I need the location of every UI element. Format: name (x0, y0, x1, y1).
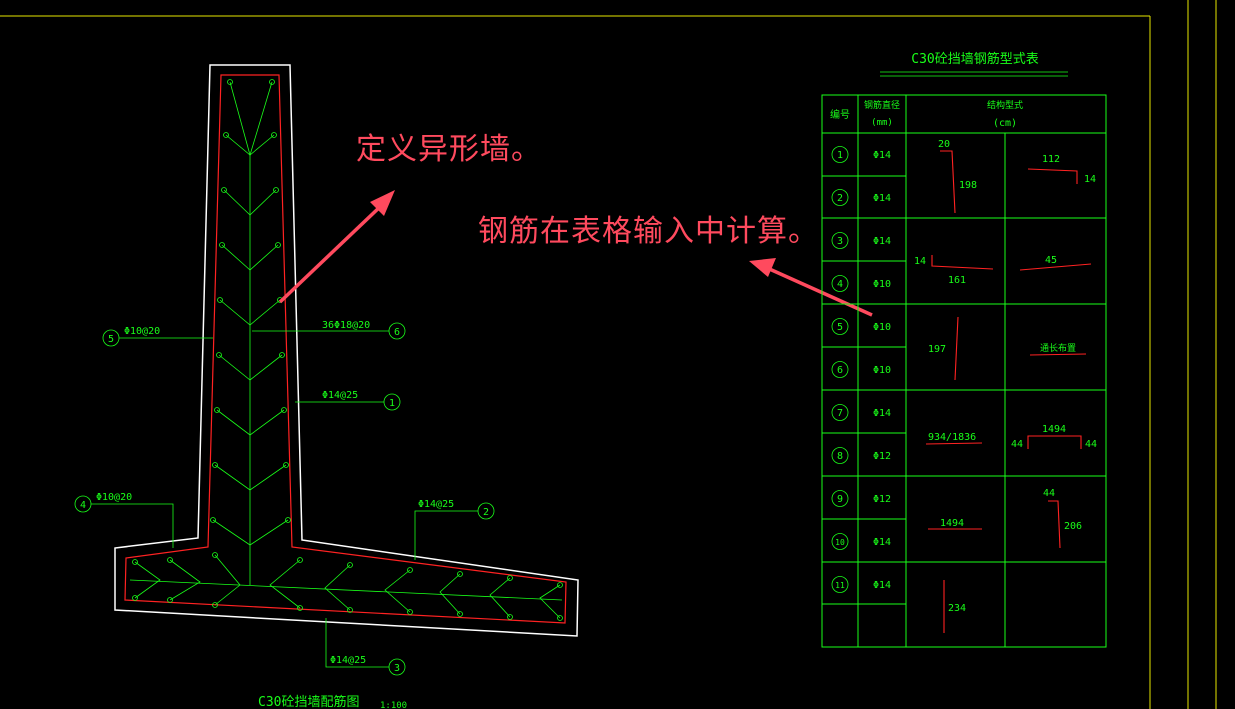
row-number-circle (831, 490, 849, 507)
callout-4-num: 4 (80, 500, 86, 511)
callout-4-text: Φ10@20 (96, 492, 132, 503)
callout-5 (102, 329, 213, 347)
shape-10-len: 206 (1064, 521, 1082, 532)
row-number: 1 (837, 150, 843, 161)
annotation-define-wall: 定义异形墙。 (356, 132, 542, 167)
rebar-shapes (925, 150, 1092, 633)
row-number-circle (831, 275, 849, 292)
shape-4-len: 45 (1045, 255, 1057, 266)
table-title: C30砼挡墙钢筋型式表 (911, 51, 1038, 67)
shape-3-len: 161 (948, 275, 966, 286)
header-diameter: 钢筋直径 (864, 99, 900, 111)
callout-6-num: 6 (394, 327, 400, 338)
shape-1-top: 20 (938, 139, 950, 150)
row-number: 4 (837, 279, 843, 290)
callout-5-text: Φ10@20 (124, 326, 160, 337)
callout-5-num: 5 (108, 334, 114, 345)
row-number: 11 (835, 581, 845, 590)
row-number: 9 (837, 494, 843, 505)
annotation-arrows (278, 190, 873, 317)
shape-8-left: 44 (1011, 439, 1023, 450)
row-number-circle (831, 189, 849, 206)
shape-9-len: 1494 (940, 518, 964, 529)
wall-rebar-cage (124, 74, 567, 624)
shape-8-right: 44 (1085, 439, 1097, 450)
shape-1-len: 198 (959, 180, 977, 191)
row-number-circle (831, 318, 849, 335)
row-number: 10 (835, 538, 845, 547)
callout-2-num: 2 (483, 507, 489, 518)
row-diameter: Φ14 (873, 193, 891, 204)
row-diameter: Φ14 (873, 408, 891, 419)
callout-6-text: 36Φ18@20 (322, 320, 370, 331)
row-number-circle (831, 576, 849, 593)
header-shape: 结构型式 (987, 99, 1023, 111)
shape-8-len: 1494 (1042, 424, 1066, 435)
callout-4 (74, 495, 174, 548)
row-diameter: Φ14 (873, 580, 891, 591)
row-diameter: Φ12 (873, 494, 891, 505)
stem-rebars (129, 81, 563, 619)
row-diameter: Φ10 (873, 365, 891, 376)
row-diameter: Φ14 (873, 236, 891, 247)
wall-outline (114, 64, 579, 637)
callout-2 (414, 502, 495, 560)
row-diameter: Φ14 (873, 537, 891, 548)
callout-6 (252, 322, 406, 340)
callout-1 (295, 393, 401, 411)
row-number-circle (831, 361, 849, 378)
shape-5-len: 197 (928, 344, 946, 355)
retaining-wall-section: 5 Φ10@20 6 36Φ18@20 1 Φ14@25 4 Φ10@20 2 … (74, 64, 579, 709)
shape-7-len: 934/1836 (928, 432, 976, 443)
table-grid (821, 94, 1107, 648)
rebar-dots (132, 79, 563, 621)
row-number-circle (831, 146, 849, 163)
row-number-circle (831, 533, 849, 550)
row-diameter: Φ10 (873, 279, 891, 290)
annotation-rebar-calc: 钢筋在表格输入中计算。 (478, 214, 819, 249)
callout-3-num: 3 (394, 663, 400, 674)
row-number-circle (831, 404, 849, 421)
row-diameter: Φ14 (873, 150, 891, 161)
row-diameter: Φ12 (873, 451, 891, 462)
row-number: 3 (837, 236, 843, 247)
drawing-scale: 1:100 (380, 701, 407, 709)
header-number: 编号 (830, 108, 850, 121)
callout-1-num: 1 (389, 398, 395, 409)
row-number: 6 (837, 365, 843, 376)
shape-10-top: 44 (1043, 488, 1055, 499)
callout-1-text: Φ14@25 (322, 390, 358, 401)
shape-6-note: 通长布置 (1040, 342, 1076, 354)
callout-3 (325, 618, 406, 676)
header-shape-unit: (cm) (993, 118, 1017, 129)
row-number: 5 (837, 322, 843, 333)
shape-2-len: 112 (1042, 154, 1060, 165)
row-number: 7 (837, 408, 843, 419)
drawing-title: C30砼挡墙配筋图 (258, 694, 359, 709)
row-number: 2 (837, 193, 843, 204)
callout-2-text: Φ14@25 (418, 499, 454, 510)
shape-11-len: 234 (948, 603, 966, 614)
row-diameter: Φ10 (873, 322, 891, 333)
row-number-circle (831, 447, 849, 464)
row-number-circle (831, 232, 849, 249)
row-number: 8 (837, 451, 843, 462)
shape-3-hook: 14 (914, 256, 926, 267)
shape-2-hook: 14 (1084, 174, 1096, 185)
callout-3-text: Φ14@25 (330, 655, 366, 666)
header-diameter-unit: (mm) (871, 118, 893, 128)
